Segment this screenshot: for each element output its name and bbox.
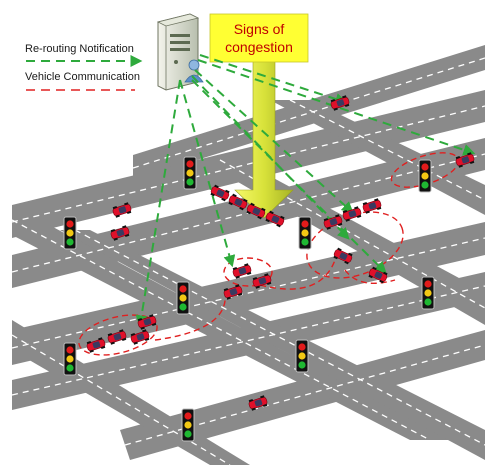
legend-rerouting-label: Re-routing Notification	[25, 43, 134, 55]
car-icon	[130, 329, 150, 345]
legend: Re-routing Notification Vehicle Communic…	[25, 43, 143, 91]
rerouting-notifications	[135, 54, 476, 328]
car-icon	[368, 266, 388, 284]
callout-line-1: Signs of	[234, 21, 285, 37]
reroute-arrow-6	[179, 79, 236, 268]
reroute-arrow-1	[199, 54, 348, 105]
car-icon	[362, 198, 382, 214]
car-icon	[265, 210, 285, 228]
car-icon	[246, 202, 266, 220]
callout-line-2: congestion	[225, 39, 293, 55]
comm-arc-2	[259, 259, 336, 290]
comm-ellipse-2	[223, 257, 273, 287]
traffic-light-icon	[181, 408, 195, 442]
car-icon	[223, 284, 243, 300]
car-icon	[86, 337, 106, 353]
traffic-light-icon	[295, 339, 309, 373]
congestion-callout: Signs of congestion	[209, 13, 309, 63]
reroute-arrow-5	[191, 79, 387, 274]
traffic-light-icon	[421, 276, 435, 310]
car-icon	[248, 395, 268, 411]
road-network	[11, 45, 485, 466]
comm-arc-3	[344, 269, 396, 284]
car-icon	[330, 95, 350, 111]
car-icon	[228, 193, 248, 211]
car-icon	[210, 184, 230, 202]
reroute-arrow-2	[197, 59, 476, 156]
comm-ellipse-1	[78, 314, 158, 356]
comm-arc-1	[154, 291, 226, 341]
car-icon	[232, 263, 252, 279]
traffic-light-icon	[63, 342, 77, 376]
car-icon	[112, 202, 132, 218]
car-icon	[455, 152, 475, 168]
traffic-light-icon	[298, 216, 312, 250]
traffic-lights	[63, 156, 435, 442]
car-icon	[110, 225, 130, 241]
vehicles	[86, 95, 475, 411]
congestion-arrow	[234, 59, 294, 219]
car-icon	[323, 214, 343, 230]
car-icon	[252, 273, 272, 289]
reroute-arrow-3	[194, 69, 354, 214]
traffic-light-icon	[176, 281, 190, 315]
road-bottom	[120, 330, 485, 460]
reroute-arrow-7	[135, 79, 181, 328]
traffic-light-icon	[63, 216, 77, 250]
car-icon	[342, 206, 362, 222]
road-diag-5	[60, 230, 485, 460]
car-icon	[137, 314, 157, 330]
legend-communication-label: Vehicle Communication	[25, 71, 140, 83]
car-icon	[107, 329, 127, 345]
car-icon	[333, 247, 353, 265]
traffic-light-icon	[418, 159, 432, 193]
traffic-light-icon	[183, 156, 197, 190]
